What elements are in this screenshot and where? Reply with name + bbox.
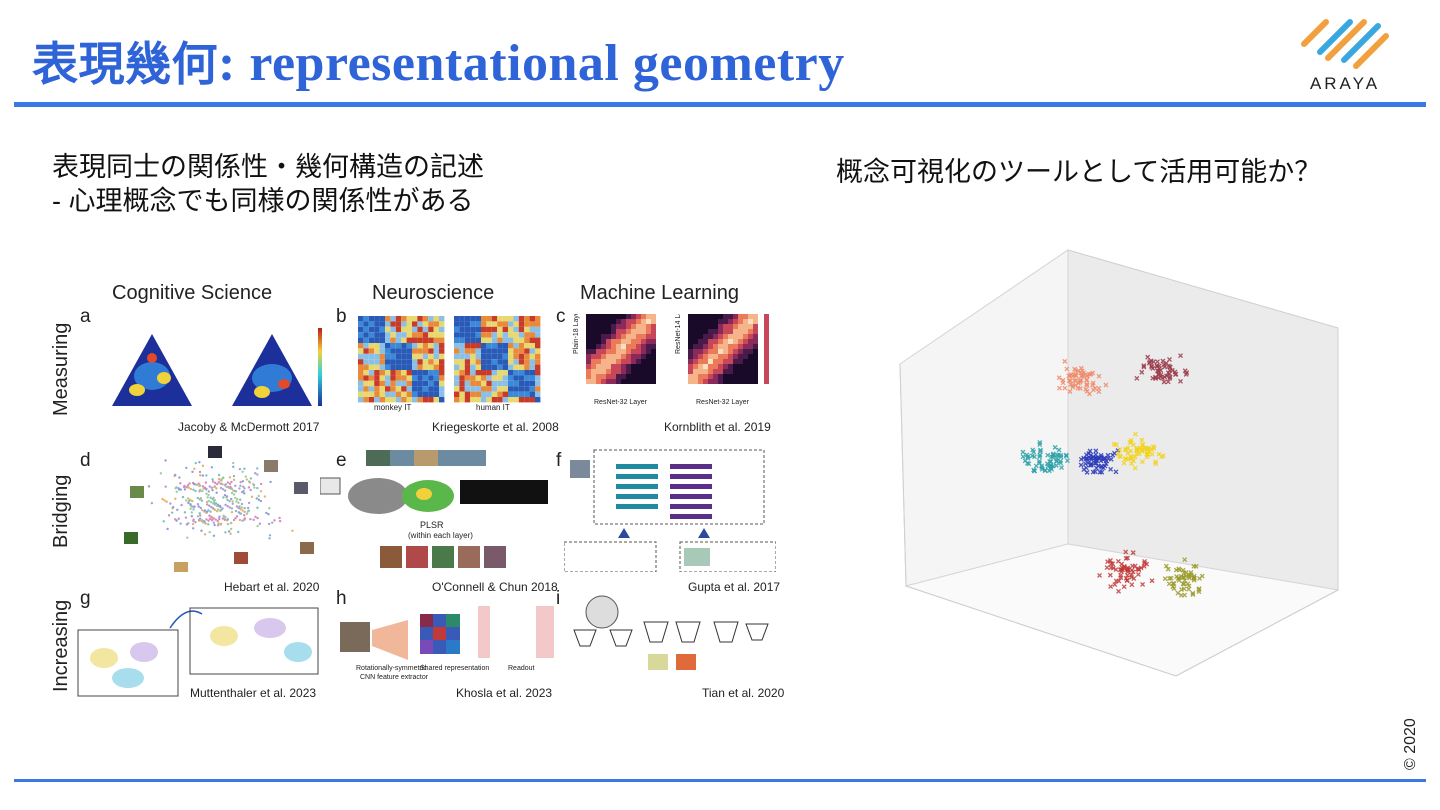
caption-a: Jacoby & McDermott 2017 bbox=[178, 420, 320, 434]
logo-stripes-icon bbox=[1301, 19, 1389, 69]
caption-f: Gupta et al. 2017 bbox=[688, 580, 781, 594]
resnet32-xlabel-1: ResNet-32 Layer bbox=[594, 399, 648, 406]
plsr-label: PLSR bbox=[420, 520, 444, 530]
araya-logo: ARAYA bbox=[1298, 14, 1392, 98]
cnn-label-2: CNN feature extractor bbox=[360, 674, 429, 681]
panel-letter-f: f bbox=[556, 450, 562, 471]
panel-d-object-embedding bbox=[124, 446, 314, 572]
title-japanese: 表現幾何 bbox=[32, 37, 218, 91]
caption-i: Tian et al. 2020 bbox=[702, 686, 785, 700]
panel-h-cnn-readout: Rotationally-symmetric CNN feature extra… bbox=[340, 606, 554, 681]
row-label-increasing: Increasing bbox=[50, 599, 72, 692]
monkey-it-label: monkey IT bbox=[374, 403, 411, 412]
panel-i-distillation bbox=[573, 595, 769, 670]
panel-f-vision-language bbox=[564, 449, 776, 572]
scatter-cluster bbox=[1097, 549, 1155, 594]
right-question: 概念可視化のツールとして活用可能か？ bbox=[836, 157, 1322, 187]
caption-h: Khosla et al. 2023 bbox=[456, 686, 553, 700]
caption-g: Muttenthaler et al. 2023 bbox=[190, 686, 317, 700]
plsr-sublabel: (within each layer) bbox=[408, 531, 473, 540]
panel-b-rdm-matrices: monkey IT human IT bbox=[358, 316, 541, 412]
human-it-label: human IT bbox=[476, 403, 510, 412]
plain18-ylabel: Plain-18 Layer bbox=[573, 314, 580, 354]
title-english: : representational geometry bbox=[218, 35, 845, 92]
scatter-cluster bbox=[1078, 448, 1121, 475]
human-it-matrix bbox=[454, 316, 541, 403]
panel-g-transform-diagram bbox=[77, 607, 319, 697]
resnet14-ylabel: ResNet-14 Layer bbox=[675, 314, 682, 354]
panel-letter-c: c bbox=[556, 306, 566, 327]
column-title-cognitive: Cognitive Science bbox=[112, 282, 273, 304]
caption-b: Kriegeskorte et al. 2008 bbox=[432, 420, 559, 434]
panel-letter-h: h bbox=[336, 588, 347, 609]
shared-rep-label: Shared representation bbox=[420, 665, 489, 672]
row-label-bridging: Bridging bbox=[50, 474, 72, 548]
scatter-cluster bbox=[1056, 358, 1109, 397]
column-title-neuro: Neuroscience bbox=[372, 282, 495, 304]
caption-e: O'Connell & Chun 2018 bbox=[432, 580, 558, 594]
plain-18-heatmap bbox=[586, 314, 656, 384]
review-figure: Cognitive Science Neuroscience Machine L… bbox=[44, 274, 784, 704]
slide-title: 表現幾何: representational geometry bbox=[32, 28, 845, 94]
resnet-14-heatmap bbox=[688, 314, 758, 384]
panel-letter-e: e bbox=[336, 450, 347, 471]
scatter-cluster bbox=[1020, 440, 1070, 474]
panel-e-brain-plsr: PLSR (within each layer) bbox=[320, 450, 548, 568]
caption-c: Kornblith et al. 2019 bbox=[664, 420, 771, 434]
scatter-cluster bbox=[1134, 353, 1190, 385]
caption-d: Hebart et al. 2020 bbox=[224, 580, 320, 594]
left-line-2: - 心理概念でも同様の関係性がある bbox=[52, 186, 474, 216]
scatter-cluster bbox=[1111, 431, 1166, 471]
panel-letter-g: g bbox=[80, 588, 91, 609]
cnn-label-1: Rotationally-symmetric bbox=[356, 665, 427, 672]
column-title-ml: Machine Learning bbox=[580, 282, 739, 304]
logo-text: ARAYA bbox=[1309, 74, 1381, 93]
panel-letter-d: d bbox=[80, 450, 91, 471]
3d-concept-scatter bbox=[899, 249, 1340, 677]
row-label-measuring: Measuring bbox=[50, 322, 72, 416]
left-line-1: 表現同士の関係性・幾何構造の記述 bbox=[52, 152, 484, 182]
left-description: 表現同士の関係性・幾何構造の記述 - 心理概念でも同様の関係性がある bbox=[52, 150, 484, 218]
panel-letter-b: b bbox=[336, 306, 347, 327]
copyright: © 2020 bbox=[1402, 718, 1419, 770]
readout-label: Readout bbox=[508, 665, 535, 672]
panel-letter-a: a bbox=[80, 306, 91, 327]
panel-a-triangle-plots bbox=[112, 328, 322, 406]
monkey-it-matrix bbox=[358, 316, 445, 403]
footer-divider bbox=[14, 779, 1426, 782]
panel-letter-i: i bbox=[556, 588, 561, 609]
resnet32-xlabel-2: ResNet-32 Layer bbox=[696, 399, 750, 406]
scatter-cluster bbox=[1162, 557, 1205, 598]
title-divider bbox=[14, 102, 1426, 107]
